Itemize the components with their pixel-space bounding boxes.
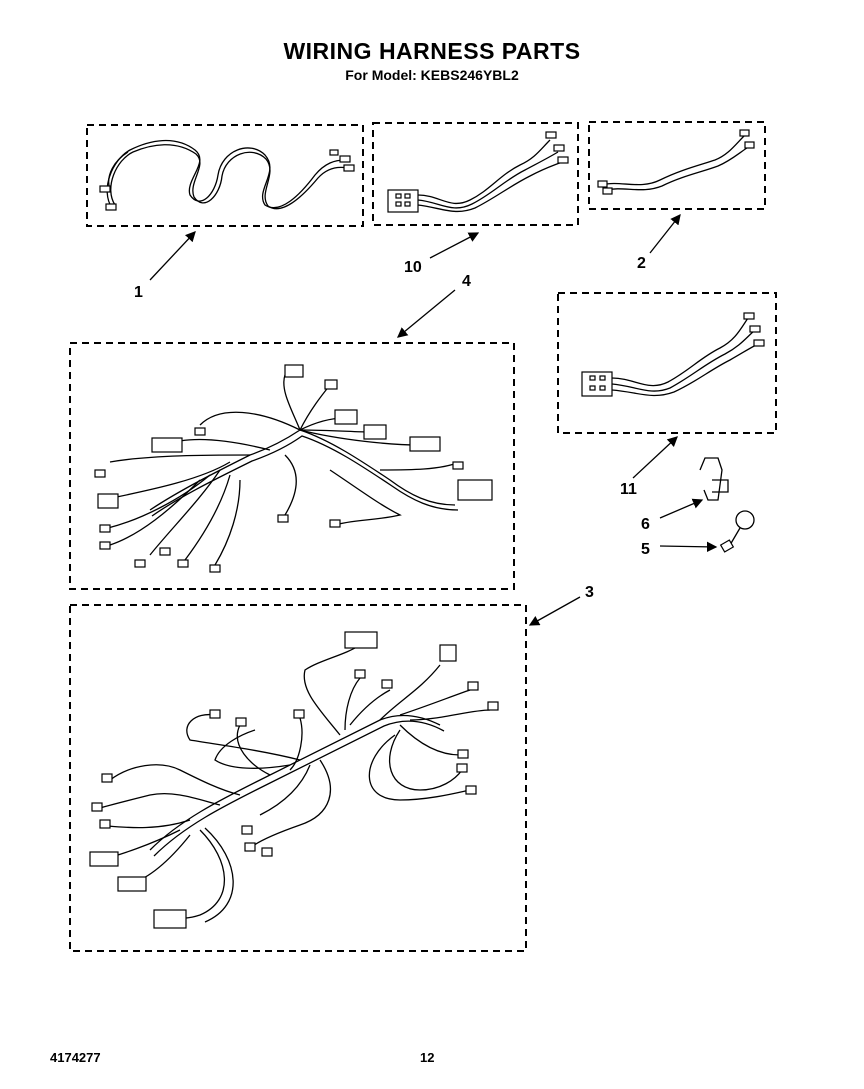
callout-1: 1 xyxy=(134,284,143,301)
part-1-connector-c xyxy=(339,155,351,163)
part-11-box xyxy=(557,292,777,434)
part-3-harness xyxy=(69,604,527,952)
part-10-box xyxy=(372,122,579,226)
part-3-connector-top xyxy=(344,631,378,649)
part-11-harness xyxy=(557,292,777,434)
part-5-ring-terminal xyxy=(719,510,755,553)
part-11-block-connector xyxy=(581,371,613,397)
part-4-connector-top xyxy=(284,364,304,378)
callout-5: 5 xyxy=(641,541,650,558)
part-2-harness xyxy=(588,121,766,210)
callout-10: 10 xyxy=(404,259,422,276)
page-title: WIRING HARNESS PARTS xyxy=(283,38,581,64)
part-10-block-connector xyxy=(387,189,419,213)
part-1-connector-e xyxy=(329,149,339,156)
part-2-box xyxy=(588,121,766,210)
part-6-clip xyxy=(699,457,729,501)
part-4-box xyxy=(69,342,515,590)
part-4-connector-left xyxy=(151,437,183,453)
document-number: 4174277 xyxy=(50,1050,101,1065)
part-4-connector-right xyxy=(457,479,493,501)
part-3-connector-bottom xyxy=(153,909,187,929)
part-4-harness xyxy=(69,342,515,590)
callout-arrows xyxy=(149,213,718,626)
callout-11: 11 xyxy=(620,481,637,498)
callout-2: 2 xyxy=(637,255,646,272)
callout-3: 3 xyxy=(585,584,594,601)
callout-4: 4 xyxy=(462,273,471,290)
part-3-connector-left-b xyxy=(117,876,147,892)
part-1-connector-d xyxy=(343,164,355,172)
part-1-box xyxy=(86,124,364,227)
part-10-harness xyxy=(372,122,579,226)
callout-6: 6 xyxy=(641,516,650,533)
model-subtitle: For Model: KEBS246YBL2 xyxy=(345,67,519,83)
part-1-connector-a xyxy=(105,203,117,211)
part-3-box xyxy=(69,604,527,952)
part-1-harness xyxy=(86,124,364,227)
part-3-connector-left-a xyxy=(89,851,119,867)
page-number: 12 xyxy=(420,1050,435,1065)
part-1-connector-b xyxy=(99,185,111,193)
